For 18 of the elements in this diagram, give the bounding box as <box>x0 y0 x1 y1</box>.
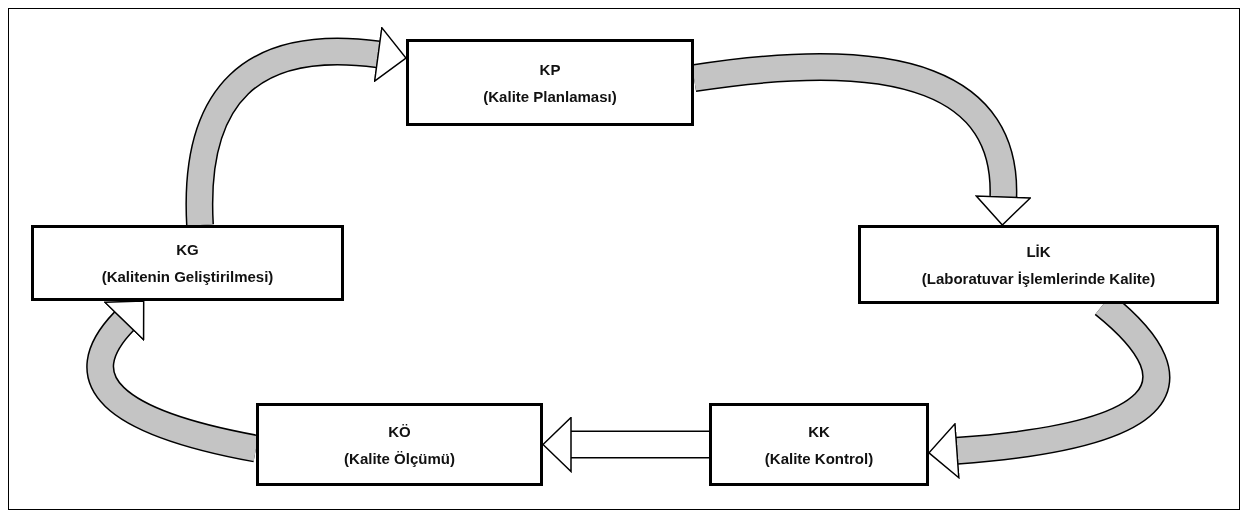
box-title: KK <box>808 422 830 440</box>
box-title: LİK <box>1026 242 1051 260</box>
process-box <box>858 225 1219 304</box>
process-box <box>709 403 929 486</box>
ribbon-arrow <box>185 26 407 226</box>
box-subtitle: (Kalite Planlaması) <box>483 87 617 105</box>
ribbon-arrow <box>692 53 1031 226</box>
ribbon-arrow <box>542 416 709 473</box>
box-subtitle: (Kalitenin Geliştirilmesi) <box>101 268 274 285</box>
box-title: KG <box>176 241 199 258</box>
box-subtitle: (Laboratuvar İşlemlerinde Kalite) <box>921 269 1156 287</box>
box-title: KP <box>539 60 561 78</box>
process-box <box>256 403 543 486</box>
box-subtitle: (Kalite Kontrol) <box>764 449 874 467</box>
process-box <box>406 39 694 126</box>
box-subtitle: (Kalite Ölçümü) <box>344 449 455 467</box>
process-box <box>31 225 344 301</box>
box-title: KÖ <box>388 422 411 440</box>
